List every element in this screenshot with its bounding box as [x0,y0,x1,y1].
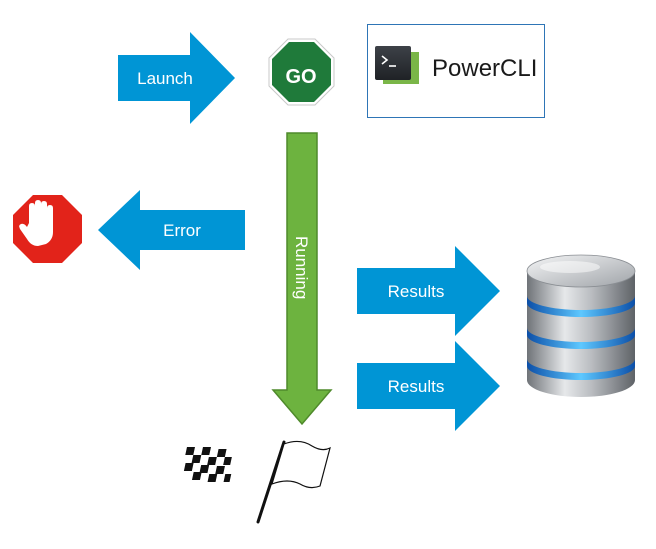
checkered-flag-icon [183,440,331,524]
results-bottom-label: Results [388,377,445,396]
launch-label: Launch [137,69,193,88]
results-top-label: Results [388,282,445,301]
database-icon [526,254,636,397]
launch-arrow: Launch [118,32,235,124]
powercli-label: PowerCLI [432,55,537,82]
powercli-icon [375,46,419,84]
error-label: Error [163,221,201,240]
error-arrow: Error [98,190,245,270]
powercli-logo: PowerCLI [367,24,545,118]
results-arrow-top: Results [357,246,500,336]
stop-hand-icon [13,195,82,263]
running-label: Running [292,236,311,299]
go-label: GO [285,66,316,88]
go-sign-icon: GO [268,38,335,106]
results-arrow-bottom: Results [357,341,500,431]
running-arrow: Running [271,132,333,426]
